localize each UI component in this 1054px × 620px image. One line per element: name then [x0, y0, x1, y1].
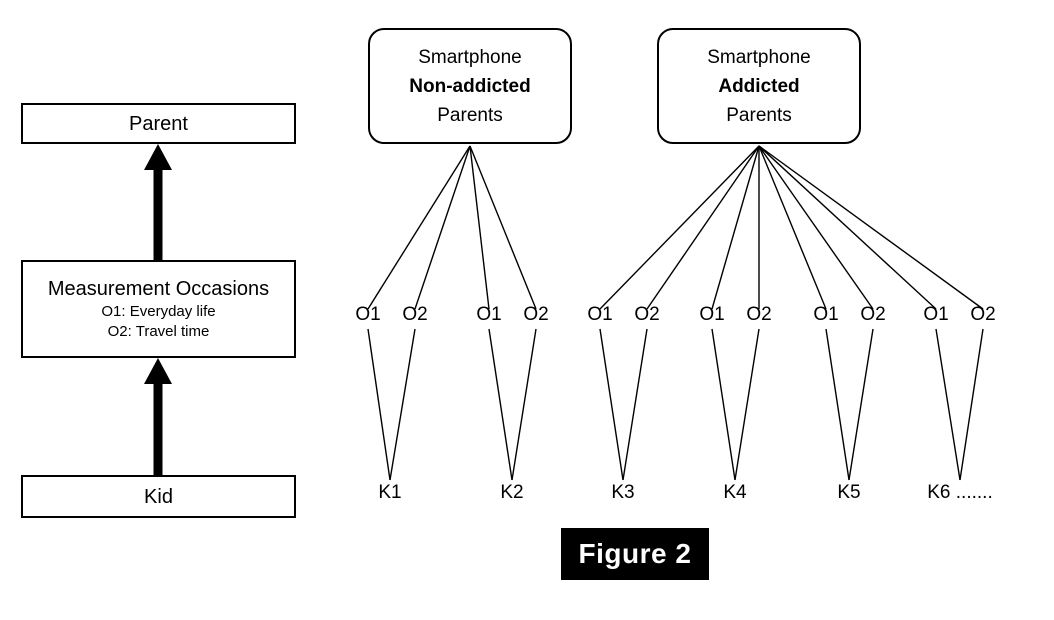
edge-o2-to-K4 — [734, 328, 760, 481]
edge-o1-to-K1 — [367, 328, 391, 481]
occasion-label-o1-K1: O1 — [355, 304, 381, 325]
group-addicted-line-3: Parents — [726, 104, 792, 126]
edge-non-addicted-to-K2-o2 — [469, 145, 537, 310]
kid-label-K3: K3 — [611, 482, 635, 503]
group-addicted-line-1: Smartphone — [707, 46, 811, 68]
edge-o2-to-K5 — [848, 328, 874, 481]
node-kid-title: Kid — [144, 485, 173, 508]
arrow-kid-to-occasions-shaft — [153, 384, 163, 475]
edge-addicted-to-K6 .......-o1 — [758, 145, 937, 310]
occasion-label-o2-K3: O2 — [634, 304, 660, 325]
arrow-kid-to-occasions-head — [144, 358, 172, 384]
group-addicted-line-2: Addicted — [718, 75, 800, 97]
occasion-label-o1-K6 .......: O1 — [923, 304, 949, 325]
group-non-addicted-line-1: Smartphone — [418, 46, 522, 68]
edge-non-addicted-to-K1-o1 — [367, 145, 471, 310]
occasion-label-o1-K5: O1 — [813, 304, 839, 325]
edge-o2-to-K2 — [511, 328, 537, 481]
figure-caption: Figure 2 — [561, 528, 709, 580]
edge-o2-to-K3 — [622, 328, 648, 481]
arrow-occasions-to-parent-shaft — [153, 170, 163, 260]
occasion-label-o1-K3: O1 — [587, 304, 613, 325]
kid-label-K4: K4 — [723, 482, 747, 503]
group-box-non-addicted-parents: Smartphone Non-addicted Parents — [368, 28, 572, 144]
node-measurement-occasions-sub-1: O1: Everyday life — [101, 303, 216, 320]
edge-o2-to-K6 ....... — [959, 328, 984, 481]
edge-addicted-to-K5-o1 — [758, 145, 827, 310]
occasion-label-o2-K2: O2 — [523, 304, 549, 325]
node-measurement-occasions-sub-2: O2: Travel time — [107, 323, 210, 340]
occasion-label-o2-K4: O2 — [746, 304, 772, 325]
node-measurement-occasions: Measurement Occasions O1: Everyday life … — [21, 260, 296, 358]
edge-addicted-to-K6 .......-o2 — [758, 145, 984, 310]
node-kid: Kid — [21, 475, 296, 518]
node-parent-title: Parent — [129, 112, 188, 135]
occasion-label-o1-K2: O1 — [476, 304, 502, 325]
occasion-label-o2-K6 .......: O2 — [970, 304, 996, 325]
occasion-label-o2-K5: O2 — [860, 304, 886, 325]
node-measurement-occasions-title: Measurement Occasions — [47, 278, 270, 300]
occasion-label-o2-K1: O2 — [402, 304, 428, 325]
arrow-occasions-to-parent-head — [144, 144, 172, 170]
kid-label-K2: K2 — [500, 482, 524, 503]
edge-non-addicted-to-K2-o1 — [469, 145, 490, 310]
edge-addicted-to-K4-o1 — [711, 145, 760, 310]
group-box-addicted-parents: Smartphone Addicted Parents — [657, 28, 861, 144]
edge-addicted-to-K3-o2 — [646, 145, 760, 310]
node-parent: Parent — [21, 103, 296, 144]
edge-o1-to-K4 — [711, 328, 736, 481]
edge-o1-to-K5 — [825, 328, 850, 481]
group-non-addicted-line-2: Non-addicted — [409, 75, 531, 97]
kid-label-K6: K6 ....... — [927, 482, 993, 503]
kid-label-K5: K5 — [837, 482, 861, 503]
edge-o1-to-K6 ....... — [935, 328, 961, 481]
occasion-label-o1-K4: O1 — [699, 304, 725, 325]
edge-addicted-to-K5-o2 — [758, 145, 874, 310]
edge-o2-to-K1 — [389, 328, 416, 481]
kid-label-K1: K1 — [378, 482, 402, 503]
edge-addicted-to-K3-o1 — [599, 145, 760, 310]
group-non-addicted-line-3: Parents — [437, 104, 503, 126]
edge-o1-to-K2 — [488, 328, 513, 481]
edge-non-addicted-to-K1-o2 — [414, 145, 471, 310]
edge-o1-to-K3 — [599, 328, 624, 481]
